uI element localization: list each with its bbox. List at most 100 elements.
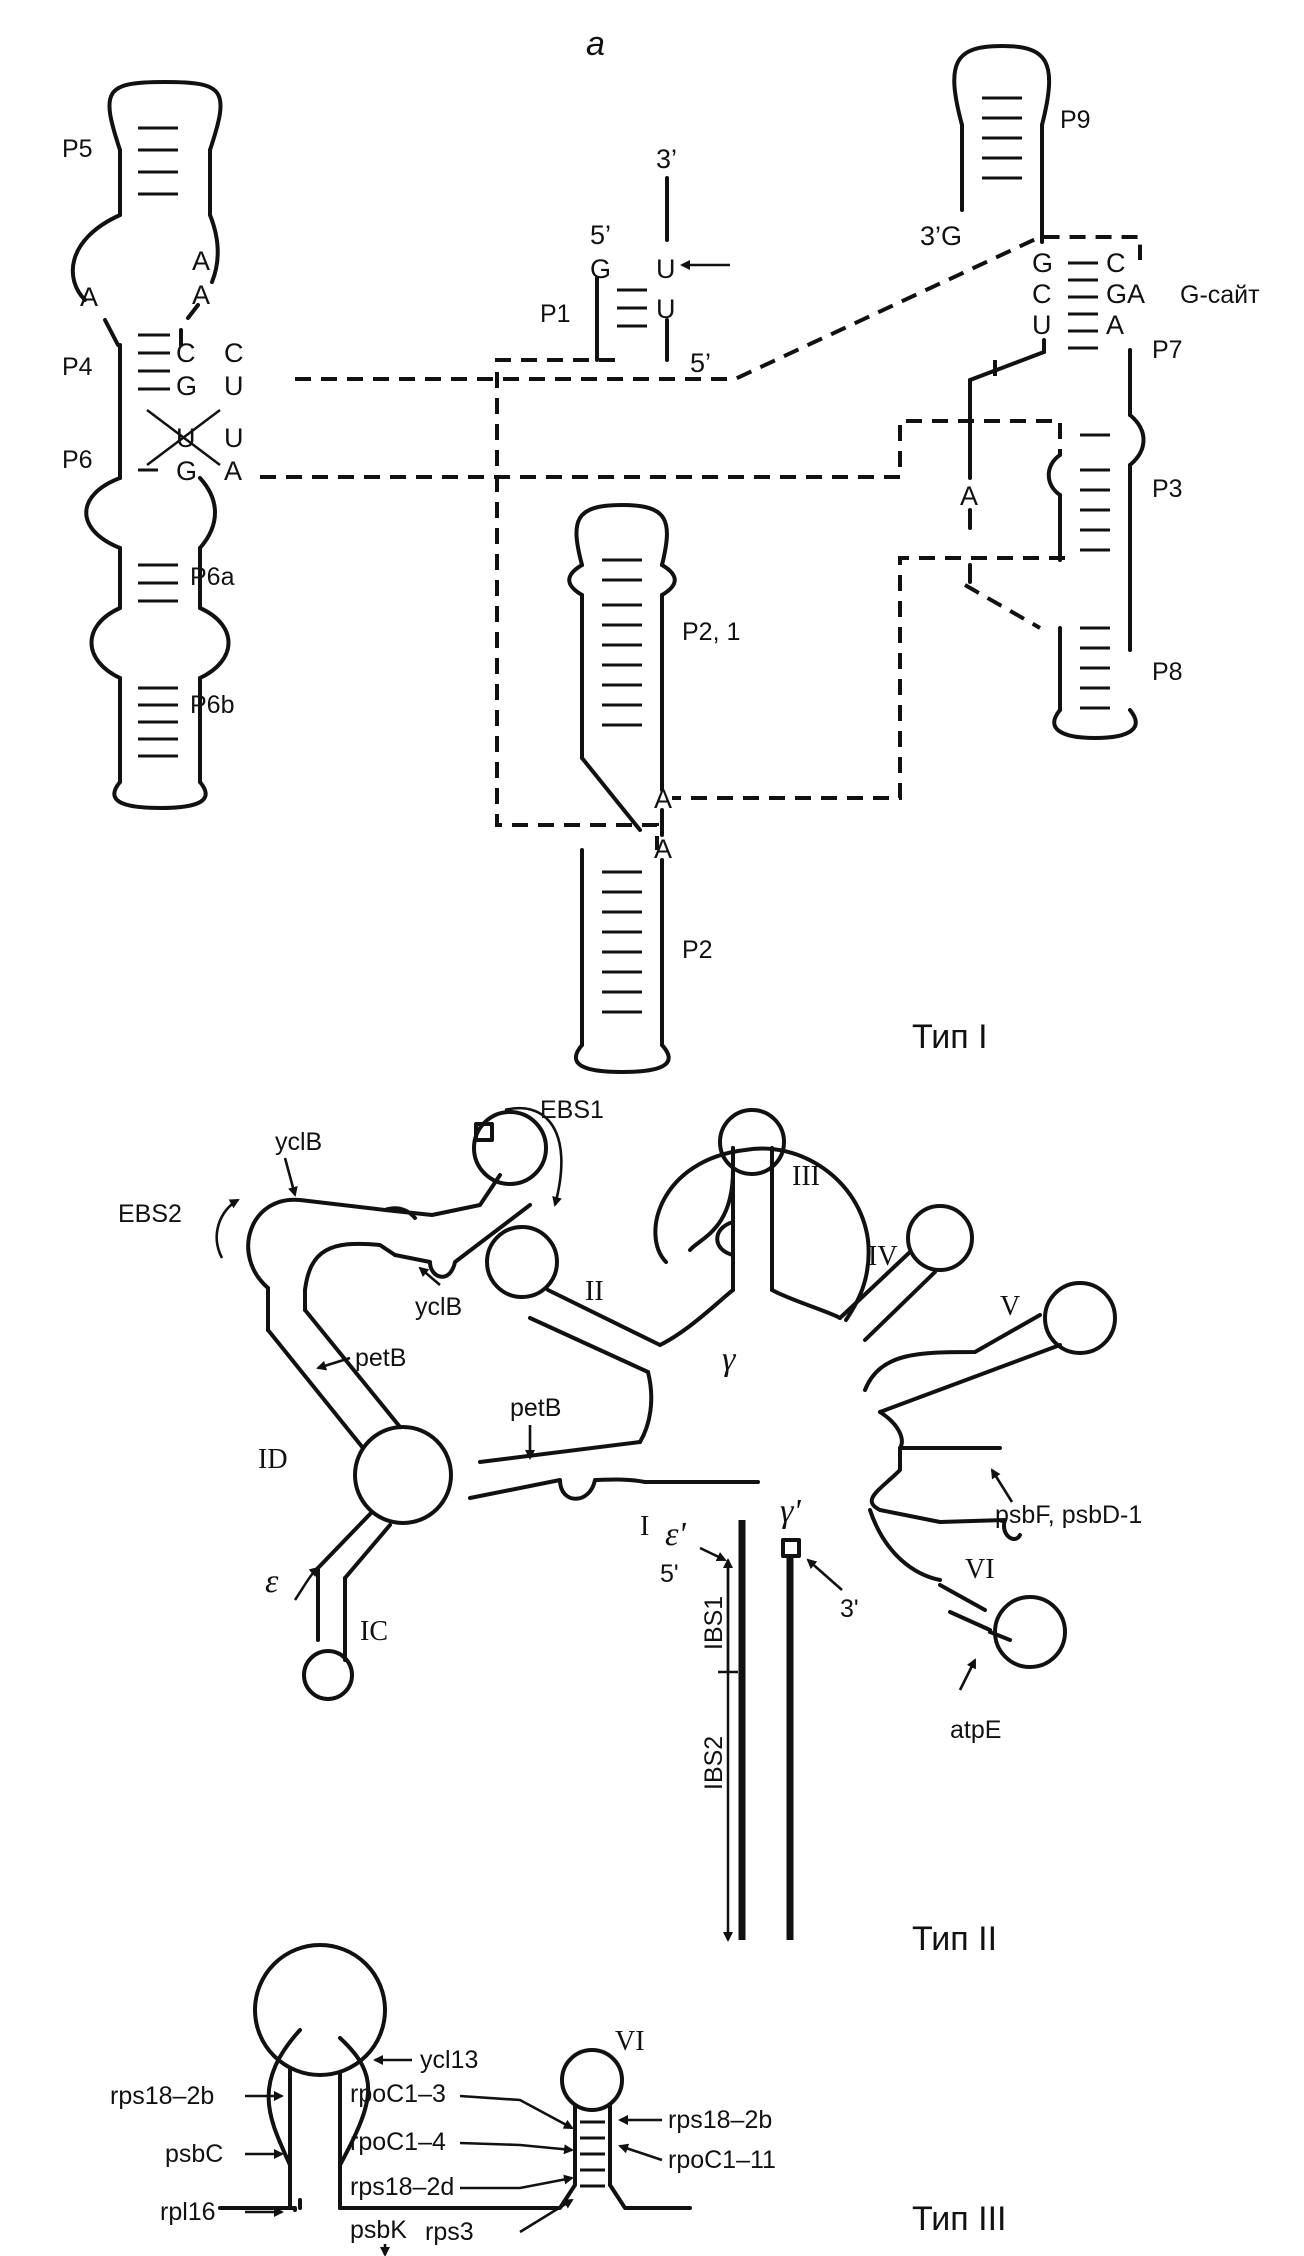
dashed-connectors	[260, 235, 1142, 850]
label-type3-vi: VI	[615, 2026, 645, 2057]
stem-p9-p8: 3’G P9 G C U C GA A G-сайт	[920, 44, 1260, 740]
junction-v-vi	[878, 1410, 1002, 1450]
p9-3g: 3’G	[920, 221, 962, 251]
junction-ii-iii	[658, 1288, 735, 1347]
gene-rps3: rps3	[425, 2218, 474, 2246]
nt-a4: A	[224, 456, 242, 486]
p6a-pairs	[138, 563, 178, 603]
nt-u2: U	[224, 371, 244, 401]
helix-p1: 5’ G 3’ U U 5’ P1	[540, 144, 730, 378]
junction-iii-iv	[770, 1288, 842, 1320]
p21-pairs	[602, 558, 642, 727]
p5-pairs	[138, 126, 178, 196]
site-ebs2: EBS2	[118, 1200, 182, 1228]
nt-p7-a: A	[1106, 310, 1124, 340]
p9-pairs	[982, 96, 1022, 180]
gene-rps18-2d: rps18–2d	[350, 2173, 454, 2201]
domain-v: V	[863, 1281, 1117, 1414]
stem-p2: A A P2, 1 P2	[567, 503, 740, 1074]
exon-strands: γ' ε' 5' 3' IBS1 IBS2	[660, 1493, 859, 1942]
p3-pairs	[1080, 433, 1110, 552]
gene-rpl16: rpl16	[160, 2198, 216, 2226]
type3-diagram: VI ycl13 rps18–2b psbC rpl16 rpoC1–3 rpo…	[110, 1943, 1006, 2256]
p1-3-end: 3’	[656, 144, 677, 174]
nt-j-a: A	[960, 481, 978, 511]
nt-p2-a: A	[654, 834, 672, 864]
label-domain-iv: IV	[868, 1241, 898, 1272]
type3-main-stem	[238, 2028, 371, 2212]
label-p3: P3	[1152, 475, 1183, 503]
nt-p1-u1: U	[656, 254, 676, 284]
gene-petb-b: petB	[510, 1394, 561, 1422]
nt-c: C	[176, 338, 196, 368]
gene-psbk: psbK	[350, 2216, 407, 2244]
label-p2-1: P2, 1	[682, 618, 740, 646]
label-p7: P7	[1152, 336, 1183, 364]
nt-p21-a: A	[654, 784, 672, 814]
p4-pairs	[138, 333, 170, 472]
nt-u: U	[176, 423, 196, 453]
type3-vi-pairs	[580, 2120, 605, 2188]
stem-p5-p6b: P5 P4 P6 P6a P6b A A A C G U G C U U A	[62, 80, 244, 810]
label-p6a: P6a	[190, 563, 235, 591]
label-p2: P2	[682, 936, 713, 964]
gene-rpoc1-4: rpoC1–4	[350, 2128, 446, 2156]
gene-petb-a: petB	[355, 1344, 406, 1372]
site-ibs2: IBS2	[700, 1736, 728, 1790]
nt-p7-g: G	[1032, 248, 1053, 278]
nt-p1-g: G	[590, 254, 611, 284]
domain-iv: IV	[838, 1204, 974, 1342]
site-ibs1: IBS1	[700, 1596, 728, 1650]
label-domain-vi: VI	[965, 1554, 995, 1585]
label-gamma-prime: γ'	[780, 1493, 801, 1530]
type3-title: Тип III	[912, 2200, 1006, 2238]
type3-geometry	[218, 1943, 692, 2210]
domain-i-ring	[653, 1146, 871, 1322]
label-gsite: G-сайт	[1180, 281, 1260, 309]
panel-label: а	[586, 25, 605, 63]
junction-ii-i	[638, 1370, 654, 1444]
gene-psbf: psbF, psbD-1	[995, 1501, 1142, 1529]
type2-title: Тип II	[912, 1920, 997, 1958]
gene-rps18-2b-left: rps18–2b	[110, 2082, 214, 2110]
nt-p7-c: C	[1032, 279, 1052, 309]
label-p6: P6	[62, 446, 93, 474]
nt-g: G	[176, 371, 197, 401]
gene-atpe: atpE	[950, 1716, 1001, 1744]
p1-5-top: 5’	[590, 220, 611, 250]
label-three-prime: 3'	[840, 1595, 859, 1623]
label-five-prime: 5'	[660, 1560, 679, 1588]
p7-pairs	[1068, 261, 1098, 350]
p2-pairs	[602, 870, 642, 1014]
label-epsilon: ε	[265, 1563, 279, 1600]
label-p9: P9	[1060, 106, 1091, 134]
nt-p7-ga: GA	[1106, 279, 1145, 309]
label-p5: P5	[62, 135, 93, 163]
p6b-pairs	[138, 686, 178, 758]
nt-p1-u2: U	[656, 294, 676, 324]
nt-a-right1: A	[192, 246, 210, 276]
nt-a-left: A	[80, 282, 98, 312]
label-p1: P1	[540, 300, 571, 328]
gene-rps18-2b-right: rps18–2b	[668, 2106, 772, 2134]
gene-ycl13: ycl13	[420, 2046, 478, 2074]
label-domain-ii: II	[585, 1276, 604, 1307]
label-domain-iii: III	[792, 1161, 820, 1192]
domain-id-ic: ID IC ε	[246, 1110, 548, 1701]
label-gamma: γ	[722, 1341, 737, 1378]
domain-vi: VI psbF, psbD-1 atpE	[868, 1468, 1142, 1744]
site-ebs1: EBS1	[540, 1096, 604, 1124]
label-p4: P4	[62, 353, 93, 381]
gene-yclb-a: yclB	[275, 1128, 322, 1156]
label-domain-i: I	[640, 1511, 649, 1542]
type1-diagram: P5 P4 P6 P6a P6b A A A C G U G C U U A 5…	[62, 44, 1260, 1074]
nt-u3: U	[224, 423, 244, 453]
nt-p7-c2: C	[1106, 248, 1126, 278]
domain-iii: III	[688, 1108, 820, 1292]
label-epsilon-prime: ε'	[665, 1516, 686, 1553]
p1-5-bottom: 5’	[690, 348, 711, 378]
domain-i: I petB	[468, 1394, 1022, 1542]
type1-title: Тип I	[912, 1018, 988, 1056]
